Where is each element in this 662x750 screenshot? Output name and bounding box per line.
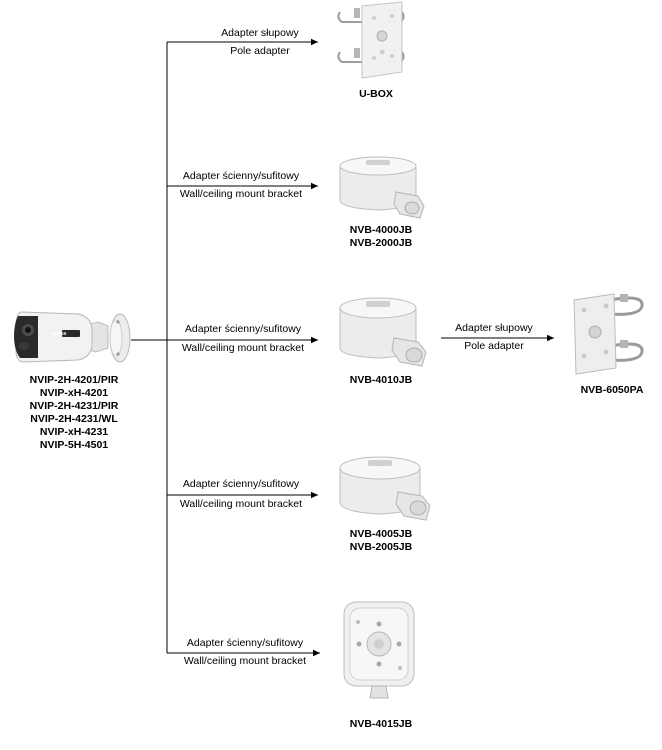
branch-2-label-pl: Adapter ścienny/sufitowy [182, 170, 300, 182]
product-4-model-2: NVB-2005JB [349, 541, 413, 553]
camera-model-5: NVIP-xH-4231 [39, 426, 109, 438]
secondary-product-model-1: NVB-6050PA [580, 384, 644, 396]
camera-logo: novus [51, 331, 67, 337]
camera-model-2: NVIP-xH-4201 [39, 387, 109, 399]
branch-4-label-en: Wall/ceiling mount bracket [179, 498, 303, 510]
secondary-label-pl: Adapter słupowy [455, 322, 533, 334]
junction-box-4015jb-image [343, 601, 415, 699]
ubox-image [337, 1, 405, 79]
product-2-model-1: NVB-4000JB [349, 224, 413, 236]
secondary-label-en: Pole adapter [464, 340, 524, 352]
branch-1-label-en: Pole adapter [230, 45, 290, 57]
bullet-camera-image [14, 311, 131, 363]
junction-box-4000jb-image [339, 156, 425, 219]
product-4-model: NVB-4005JB NVB-2005JB [336, 528, 426, 554]
product-3-model-1: NVB-4010JB [349, 374, 413, 386]
product-5-model-1: NVB-4015JB [349, 718, 413, 730]
camera-model-6: NVIP-5H-4501 [39, 439, 109, 451]
branch-2-label-en: Wall/ceiling mount bracket [179, 188, 303, 200]
branch-4-label-pl: Adapter ścienny/sufitowy [182, 478, 300, 490]
junction-box-4010jb-image [339, 297, 427, 367]
branch-3-label-pl: Adapter ścienny/sufitowy [184, 323, 302, 335]
product-2-model: NVB-4000JB NVB-2000JB [336, 224, 426, 250]
secondary-product-model: NVB-6050PA [572, 384, 652, 397]
product-3-model: NVB-4010JB [336, 374, 426, 387]
branch-5-label-pl: Adapter ścienny/sufitowy [186, 637, 304, 649]
product-4-model-1: NVB-4005JB [349, 528, 413, 540]
camera-model-4: NVIP-2H-4231/WL [30, 413, 118, 425]
camera-model-3: NVIP-2H-4231/PIR [29, 400, 119, 412]
branch-5-label-en: Wall/ceiling mount bracket [183, 655, 307, 667]
product-5-model: NVB-4015JB [336, 718, 426, 731]
junction-box-4005jb-image [339, 456, 431, 521]
camera-model-1: NVIP-2H-4201/PIR [29, 374, 119, 386]
product-1-model: U-BOX [336, 88, 416, 101]
pole-adapter-6050pa-image [573, 293, 644, 375]
product-2-model-2: NVB-2000JB [349, 237, 413, 249]
product-1-model-1: U-BOX [359, 88, 393, 100]
camera-model-list: NVIP-2H-4201/PIR NVIP-xH-4201 NVIP-2H-42… [14, 374, 134, 452]
branch-1-label-pl: Adapter słupowy [221, 27, 299, 39]
branch-3-label-en: Wall/ceiling mount bracket [181, 342, 305, 354]
